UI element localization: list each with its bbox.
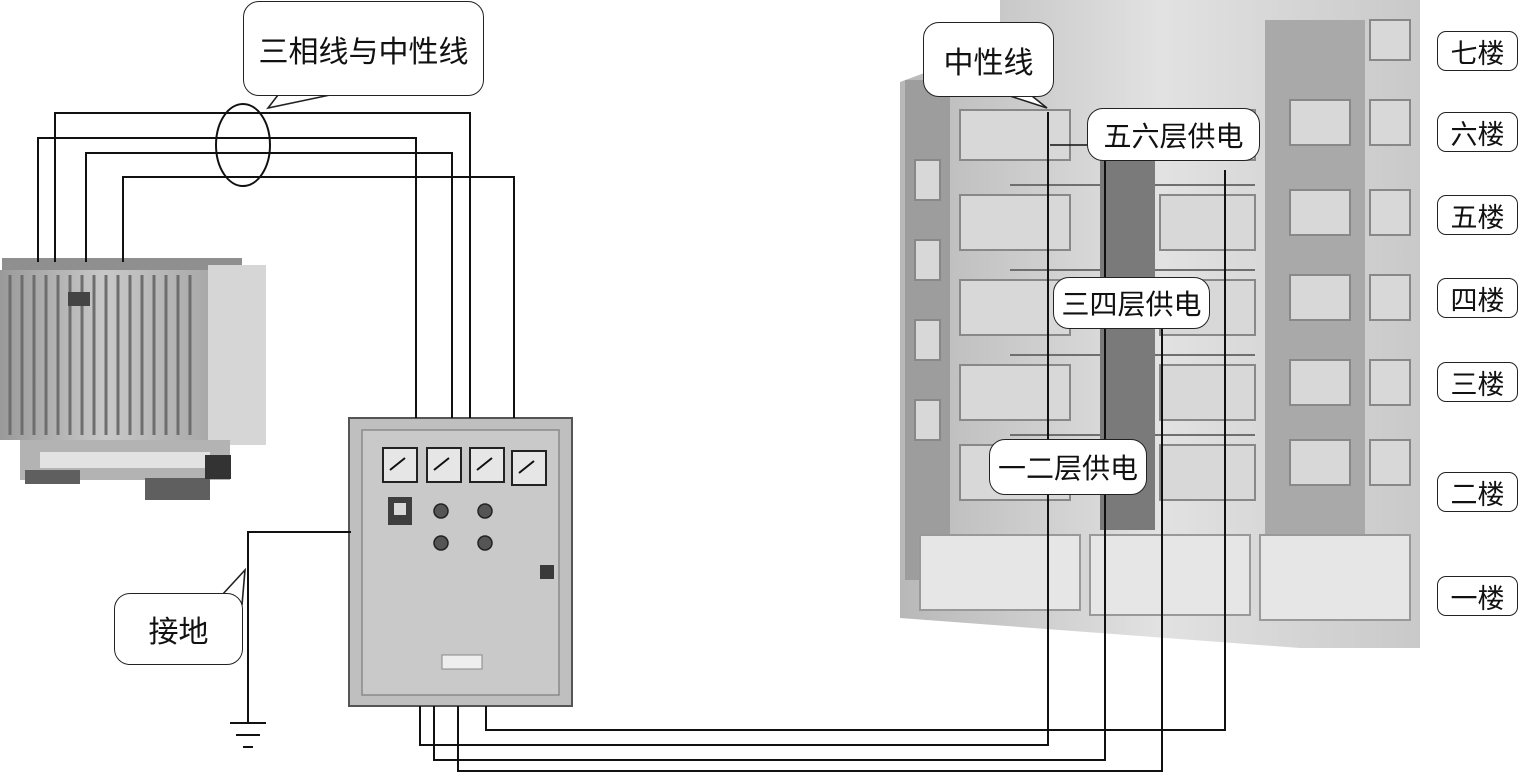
floor-label-4: 四楼 [1437, 278, 1518, 318]
meter [382, 447, 547, 486]
transformer [0, 258, 266, 500]
floor-label-3: 三楼 [1437, 362, 1518, 402]
floor-label-7: 七楼 [1437, 31, 1518, 71]
ground-label: 接地 [114, 593, 243, 665]
distribution-cabinet [348, 417, 573, 707]
floor-label-6: 六楼 [1437, 112, 1518, 152]
neutral-line-label: 中性线 [923, 22, 1054, 97]
floor-34-supply-label: 三四层供电 [1053, 277, 1210, 329]
ground-symbol [230, 722, 266, 748]
floor-12-supply-label: 一二层供电 [989, 439, 1147, 495]
floor-label-2: 二楼 [1437, 472, 1518, 512]
floor-label-1: 一楼 [1437, 576, 1518, 616]
floor-56-supply-label: 五六层供电 [1087, 108, 1260, 161]
floor-label-5: 五楼 [1437, 195, 1518, 235]
cable-bundle-ellipse [215, 103, 271, 187]
three-phase-neutral-label: 三相线与中性线 [243, 1, 484, 96]
